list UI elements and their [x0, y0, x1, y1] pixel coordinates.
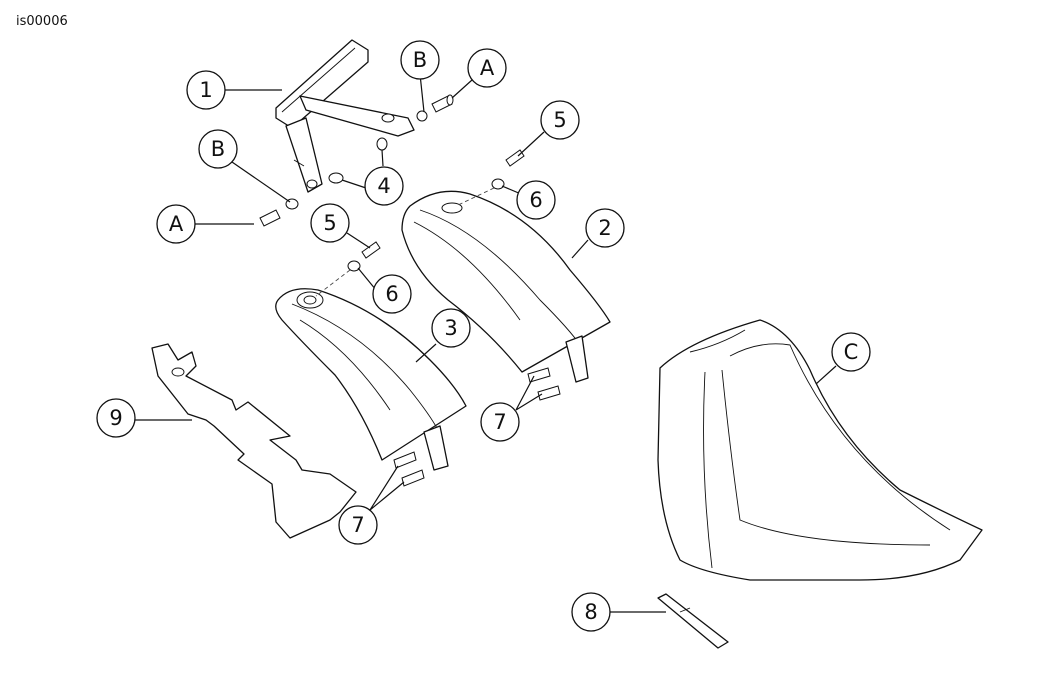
callout-6-right-label: 6: [529, 188, 542, 212]
callout-A-top: A: [467, 48, 507, 88]
assembly-lines: [315, 187, 495, 297]
callout-B-top-label: B: [413, 48, 427, 72]
callout-A-left-label: A: [169, 212, 184, 236]
part-9-foam-pad: [151, 343, 357, 539]
callout-8-label: 8: [584, 600, 597, 624]
callout-6-right: 6: [516, 180, 556, 220]
callout-3: 3: [431, 308, 471, 348]
callout-A-top-label: A: [480, 56, 495, 80]
callout-4-label: 4: [377, 174, 390, 198]
callout-1: 1: [186, 70, 226, 110]
callout-7-right-label: 7: [493, 410, 506, 434]
callout-8: 8: [571, 592, 611, 632]
callout-7-right: 7: [480, 402, 520, 442]
part-3-small-fender: [275, 288, 467, 471]
callout-B-top: B: [400, 40, 440, 80]
callout-1-label: 1: [199, 78, 212, 102]
callouts: 1 B A B A 4 5 6: [96, 40, 871, 632]
leader-lines: [134, 73, 837, 613]
callout-5-right: 5: [540, 100, 580, 140]
callout-3-label: 3: [444, 316, 457, 340]
callout-9: 9: [96, 398, 136, 438]
callout-6-left-label: 6: [385, 282, 398, 306]
callout-2-label: 2: [598, 216, 611, 240]
callout-C-label: C: [844, 340, 859, 364]
callout-2: 2: [585, 208, 625, 248]
callout-5-left-label: 5: [323, 211, 336, 235]
callout-B-left-label: B: [211, 137, 225, 161]
callout-C: C: [831, 332, 871, 372]
callout-7-left: 7: [338, 505, 378, 545]
part-8-strip: [657, 593, 729, 649]
part-1-bracket: [275, 39, 415, 193]
callout-B-left: B: [198, 129, 238, 169]
callout-9-label: 9: [109, 406, 122, 430]
callout-5-left: 5: [310, 203, 350, 243]
hardware: [259, 94, 561, 487]
part-C-seat: [657, 319, 983, 581]
callout-A-left: A: [156, 204, 196, 244]
figure-id: is00006: [16, 14, 68, 29]
callout-4: 4: [364, 166, 404, 206]
part-2-large-fender: [401, 190, 611, 383]
callout-6-left: 6: [372, 274, 412, 314]
callout-7-left-label: 7: [351, 513, 364, 537]
callout-5-right-label: 5: [553, 108, 566, 132]
